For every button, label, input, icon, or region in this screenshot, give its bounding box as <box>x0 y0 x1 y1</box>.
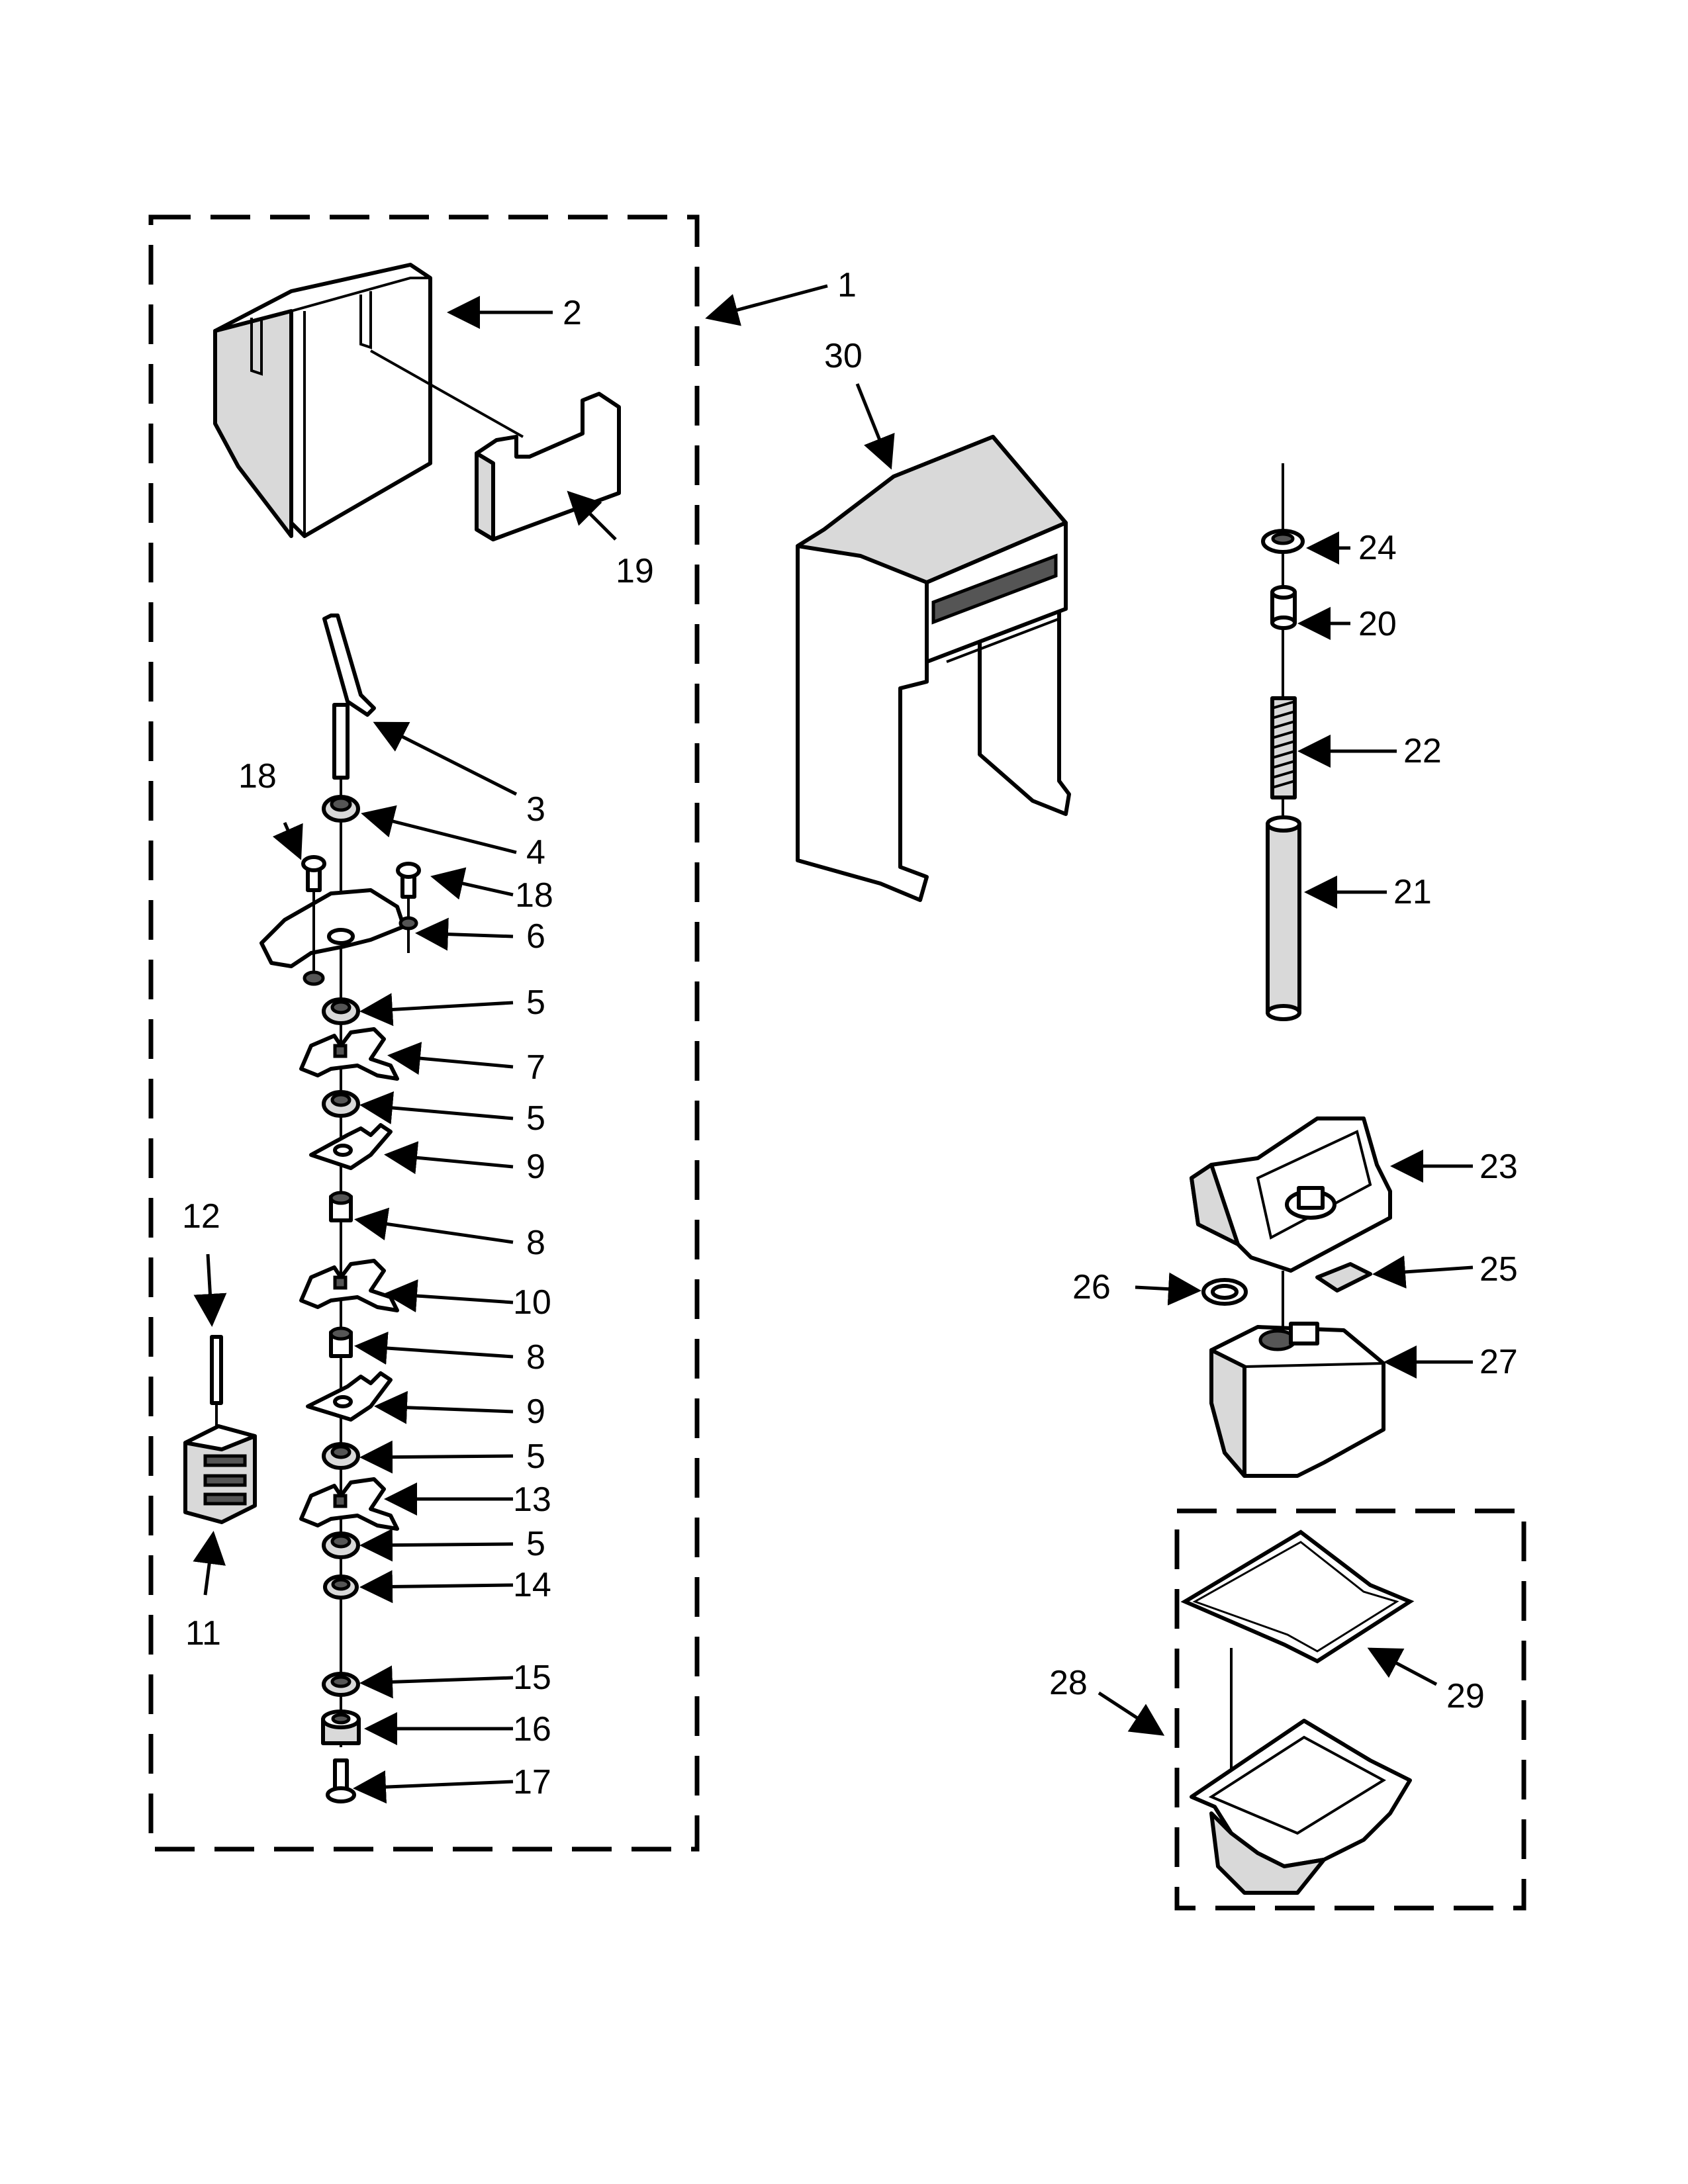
part-22-spring <box>1270 696 1297 799</box>
part-5-bearing-b <box>322 1090 360 1118</box>
callout-16: 16 <box>513 1710 551 1749</box>
part-12-pin <box>210 1335 223 1405</box>
callout-10: 10 <box>513 1283 551 1322</box>
part-17-screw <box>326 1758 356 1803</box>
callout-13: 13 <box>513 1480 551 1519</box>
callout-17: 17 <box>513 1763 551 1801</box>
callout-1: 1 <box>837 266 857 304</box>
callout-21: 21 <box>1393 873 1432 911</box>
callout-25: 25 <box>1479 1250 1518 1289</box>
part-8-spacer-b <box>329 1326 353 1358</box>
leader-lines <box>193 284 1474 1804</box>
callout-9-a: 9 <box>526 1148 545 1186</box>
callout-18-left: 18 <box>238 757 277 796</box>
part-18-screw-right <box>396 862 421 953</box>
part-6-plate <box>259 888 406 968</box>
callout-24: 24 <box>1358 529 1397 567</box>
callout-27: 27 <box>1479 1343 1518 1381</box>
callout-4: 4 <box>526 833 545 872</box>
callout-19: 19 <box>616 552 654 590</box>
callout-14: 14 <box>513 1566 551 1604</box>
part-7-blade <box>299 1027 399 1081</box>
callout-26: 26 <box>1072 1268 1111 1306</box>
part-10-blade <box>299 1259 399 1312</box>
callout-5-c: 5 <box>526 1437 545 1476</box>
part-2-bucket-liner <box>213 263 432 538</box>
callout-6: 6 <box>526 917 545 956</box>
callout-5-a: 5 <box>526 983 545 1022</box>
callout-15: 15 <box>513 1659 551 1697</box>
part-16-nut <box>321 1709 361 1745</box>
callout-5-b: 5 <box>526 1099 545 1138</box>
part-14-washer <box>323 1574 359 1600</box>
assembly-1-boundary <box>148 214 700 1852</box>
callout-2: 2 <box>563 294 582 332</box>
callout-11: 11 <box>185 1614 221 1653</box>
part-11-block <box>183 1424 257 1524</box>
part-5-bearing-c <box>322 1442 360 1470</box>
callout-30: 30 <box>824 337 863 375</box>
part-24-washer <box>1261 529 1305 554</box>
part-25-pad <box>1315 1262 1372 1293</box>
callout-20: 20 <box>1358 605 1397 643</box>
part-4-bushing <box>322 795 360 823</box>
callout-8-b: 8 <box>526 1338 545 1377</box>
part-15-washer <box>322 1672 360 1697</box>
part-21-shaft <box>1266 815 1301 1021</box>
callout-8-a: 8 <box>526 1224 545 1262</box>
part-30-dispenser-housing <box>796 435 1071 902</box>
part-20-coupler <box>1270 585 1297 630</box>
part-23-mounting-plate <box>1190 1116 1392 1273</box>
callout-labels: 1 2 30 19 24 20 22 3 18 4 18 6 21 5 7 5 … <box>182 266 1518 1801</box>
callout-22: 22 <box>1403 732 1442 770</box>
part-27-motor <box>1209 1271 1385 1478</box>
callout-18-right: 18 <box>515 876 553 915</box>
callout-5-d: 5 <box>526 1525 545 1563</box>
part-13-blade <box>299 1477 399 1531</box>
part-18-screw-left <box>301 855 326 986</box>
part-9-blade-a <box>309 1123 393 1170</box>
part-5-bearing-a <box>322 997 360 1025</box>
part-26-ring <box>1201 1278 1248 1306</box>
assembly-28-boundary <box>1174 1508 1526 1911</box>
part-29-gasket <box>1180 1529 1415 1664</box>
part-9-blade-b <box>306 1371 393 1422</box>
callout-7: 7 <box>526 1048 545 1087</box>
callout-3: 3 <box>526 790 545 829</box>
callout-28: 28 <box>1049 1664 1088 1702</box>
part-8-spacer-a <box>329 1191 353 1222</box>
callout-29: 29 <box>1446 1677 1485 1715</box>
part-28-housing <box>1190 1719 1412 1895</box>
callout-12: 12 <box>182 1197 220 1236</box>
callout-23: 23 <box>1479 1148 1518 1186</box>
part-5-bearing-d <box>322 1531 360 1559</box>
callout-9-b: 9 <box>526 1392 545 1431</box>
part-3-wire <box>322 614 376 780</box>
